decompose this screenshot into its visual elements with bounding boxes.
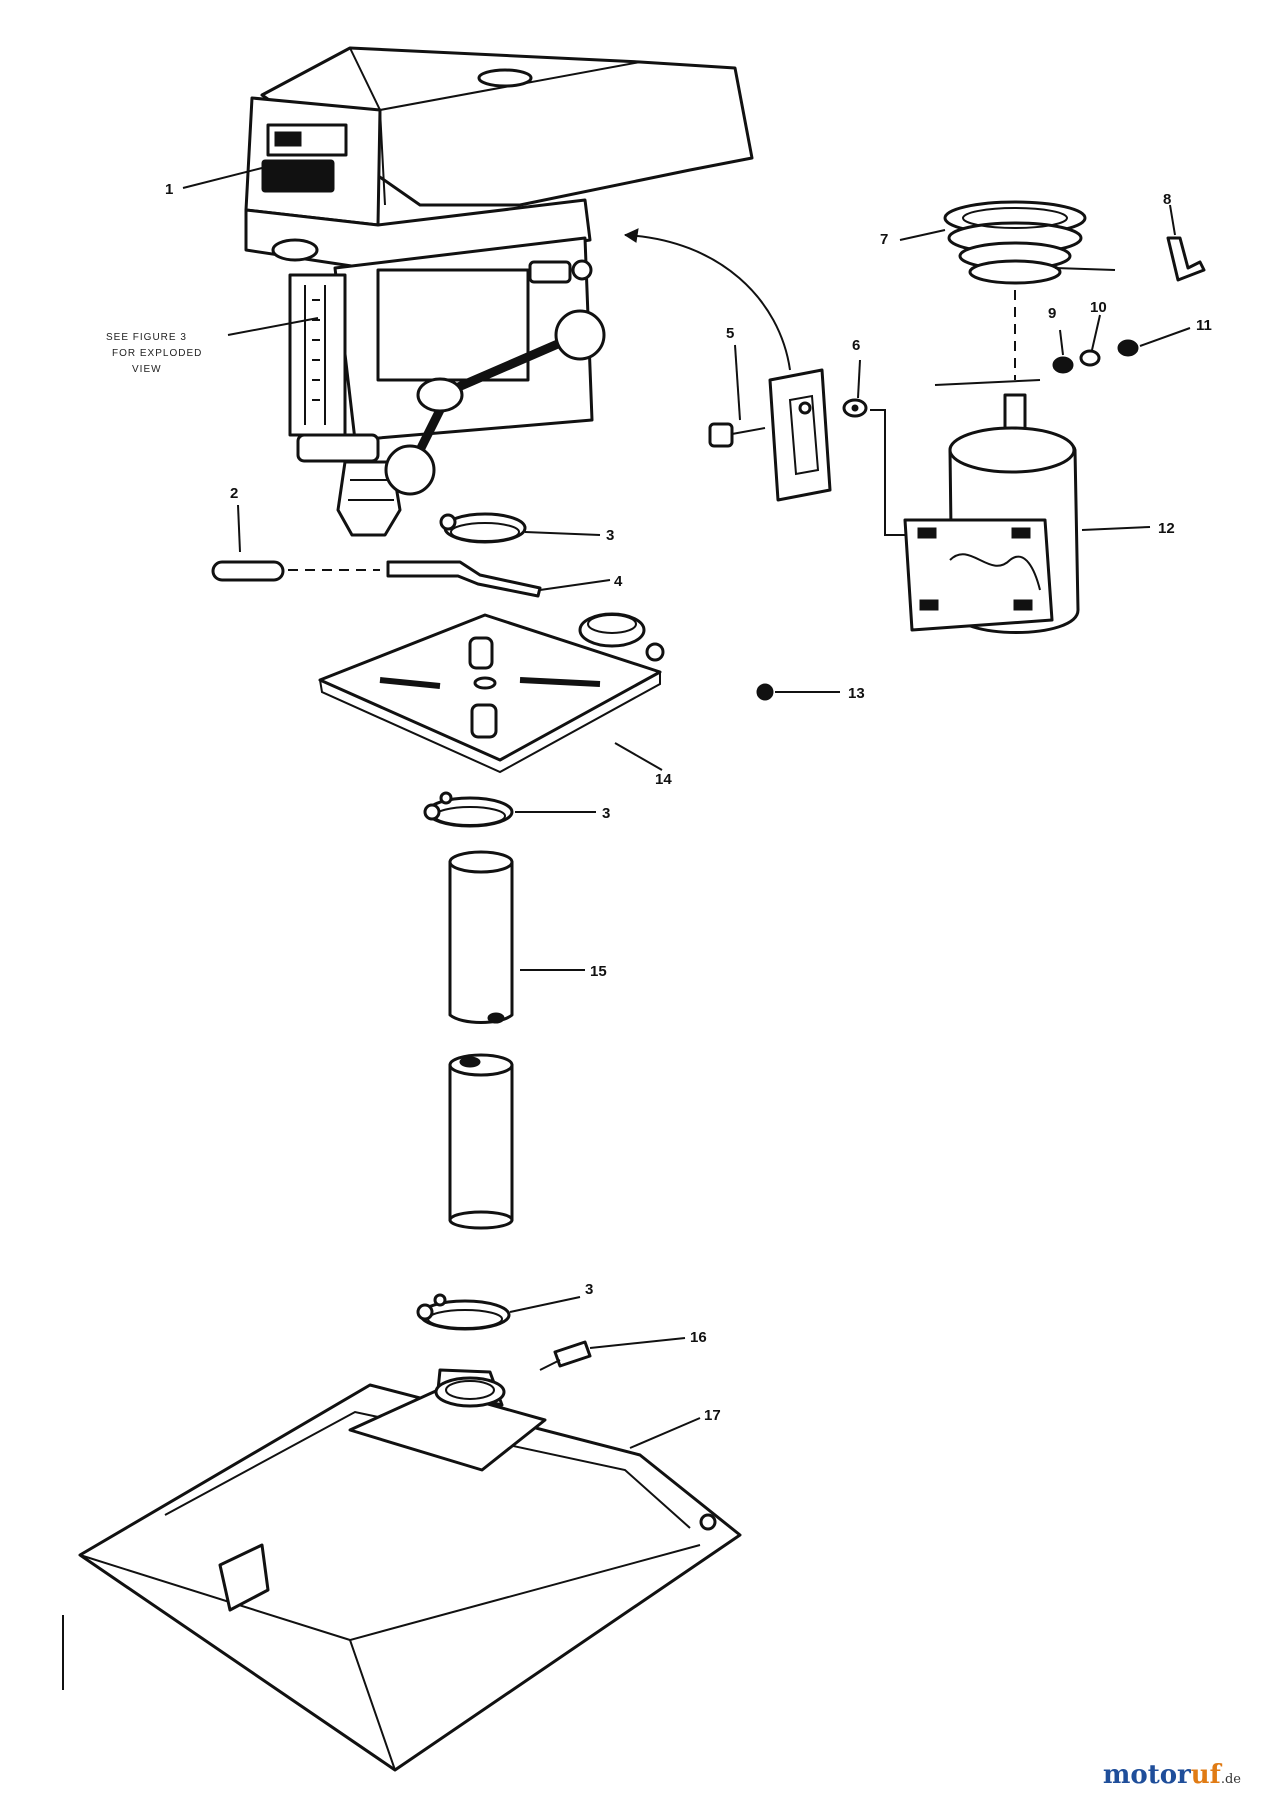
- label-part-1: 1: [165, 181, 173, 198]
- part-15-column: [448, 850, 514, 1230]
- label-part-9: 9: [1048, 305, 1056, 322]
- part-12-motor: [903, 393, 1080, 634]
- note-line-1: SEE FIGURE 3: [106, 332, 187, 343]
- label-part-8: 8: [1163, 191, 1171, 208]
- label-part-6: 6: [852, 337, 860, 354]
- label-part-4: 4: [614, 573, 623, 590]
- part-3-collar-bottom: [416, 1293, 511, 1331]
- label-part-10: 10: [1090, 299, 1107, 316]
- part-3-collar-middle: [423, 791, 514, 828]
- note-line-2: FOR EXPLODED: [112, 348, 202, 359]
- exploded-view-note: SEE FIGURE 3 FOR EXPLODED VIEW: [106, 332, 202, 375]
- part-8-key: [1166, 236, 1206, 282]
- part-4-lock-handle: [386, 560, 542, 598]
- part-labels: 1 2 3 4 3 14 13 15 3 16 17 5 6 7 8 9 10 …: [165, 181, 1212, 1424]
- part-6-washer: [842, 398, 868, 418]
- label-part-13: 13: [848, 685, 865, 702]
- label-part-5: 5: [726, 325, 734, 342]
- part-14-table: [318, 612, 665, 774]
- leader-lines: [182, 167, 1191, 1449]
- label-part-11: 11: [1196, 317, 1212, 334]
- part-7-motor-pulley: [943, 200, 1087, 285]
- part-5-bolt: [708, 422, 766, 448]
- part-17-base: [78, 1368, 742, 1772]
- label-part-16: 16: [690, 1329, 707, 1346]
- label-part-17: 17: [704, 1407, 721, 1424]
- part-9-nut: [1052, 356, 1074, 374]
- label-part-14: 14: [655, 771, 672, 788]
- part-13-nut: [756, 683, 774, 701]
- note-line-3: VIEW: [132, 364, 162, 375]
- part-16-screw: [539, 1340, 592, 1371]
- label-part-2: 2: [230, 485, 238, 502]
- watermark-brand-a: motor: [1102, 1760, 1191, 1790]
- watermark-suffix: .de: [1220, 1772, 1241, 1787]
- label-part-12: 12: [1158, 520, 1175, 537]
- part-2-handle-grip: [211, 560, 285, 582]
- drill-head-assembly: [244, 46, 754, 537]
- part-10-washer: [1079, 349, 1101, 367]
- label-part-3c: 3: [585, 1281, 593, 1298]
- part-11-nut: [1117, 339, 1139, 357]
- part-3-collar-top: [439, 512, 527, 544]
- label-part-15: 15: [590, 963, 607, 980]
- motor-bracket: [768, 368, 832, 502]
- watermark: motoruf.de: [1103, 1760, 1241, 1790]
- label-part-3b: 3: [602, 805, 610, 822]
- label-part-3a: 3: [606, 527, 614, 544]
- watermark-brand-b: uf: [1190, 1760, 1221, 1790]
- label-part-7: 7: [880, 231, 888, 248]
